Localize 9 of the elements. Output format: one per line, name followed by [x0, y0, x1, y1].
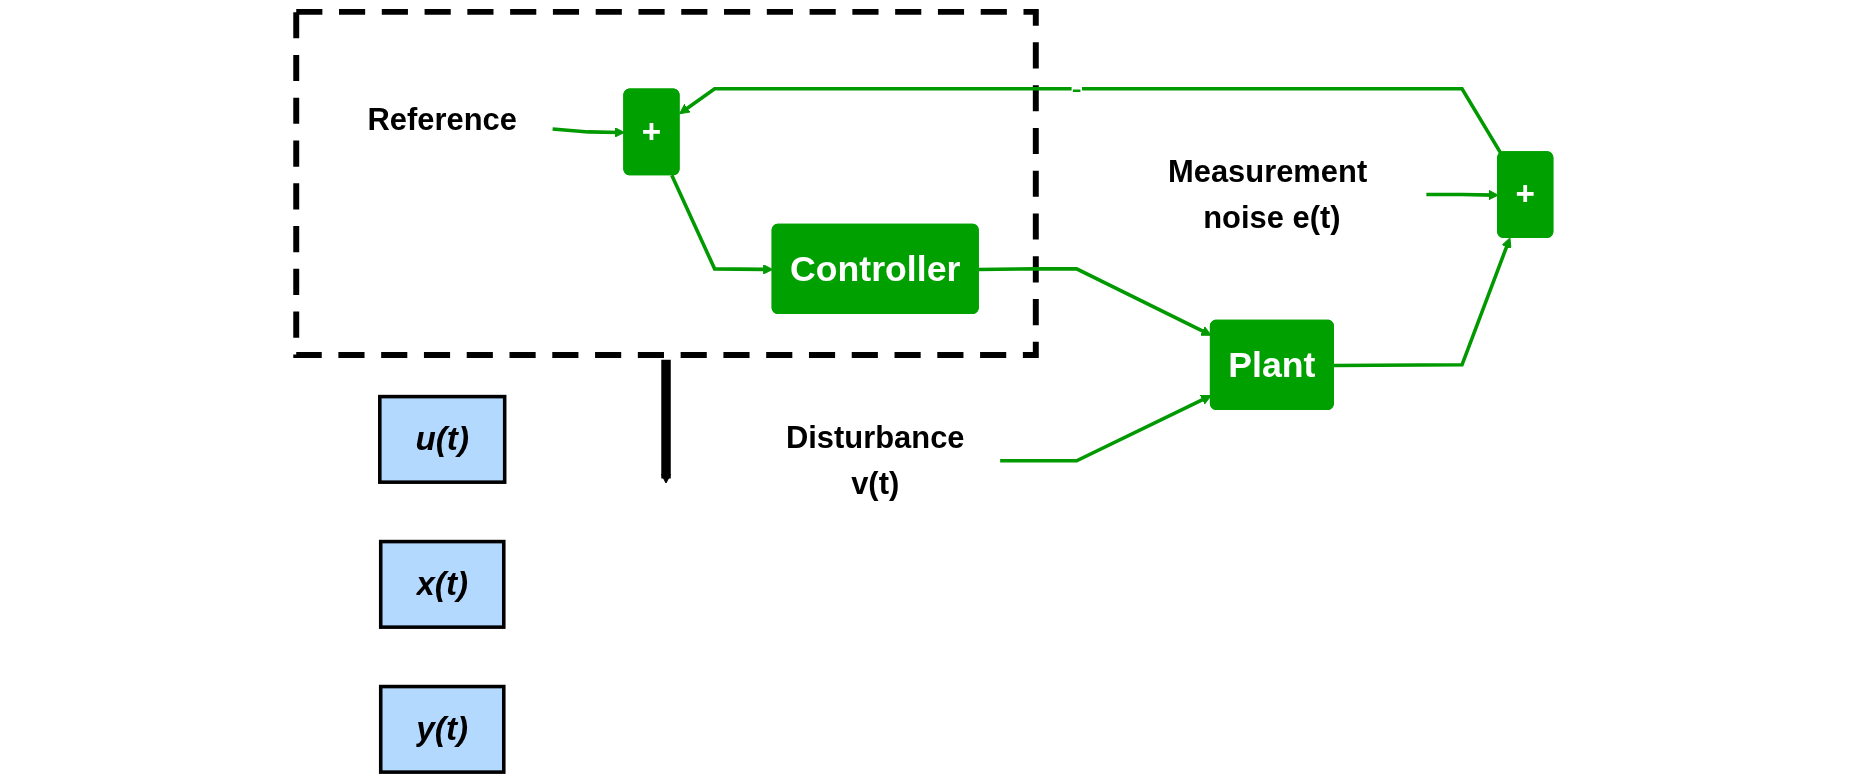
node-text: Disturbance v(t): [785, 419, 965, 502]
cluster: [293, 8, 1039, 358]
arrow: [679, 87, 1503, 155]
node-text: Measurement noise e(t): [1168, 153, 1368, 235]
edge-label: -: [1071, 70, 1082, 107]
node-text: Reference: [367, 101, 517, 138]
arrow: [660, 359, 672, 484]
node-box: u(t): [378, 394, 507, 484]
arrow: [1333, 237, 1512, 368]
